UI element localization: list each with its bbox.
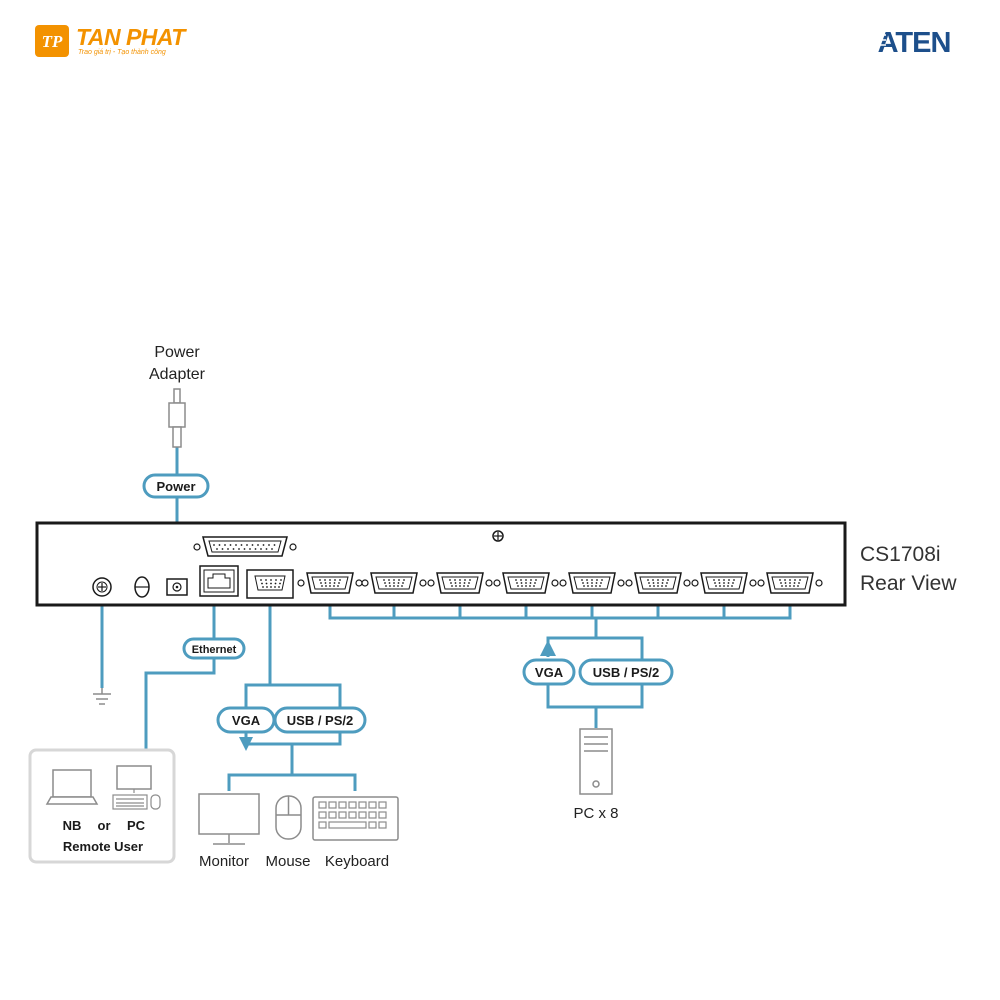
keyboard-label: Keyboard [325,853,389,870]
power-tag-label: Power [156,479,195,494]
svg-text:ATEN: ATEN [878,27,951,55]
monitor-icon [198,793,260,845]
ethernet-port-icon [199,565,239,597]
pc-count-label: PC x 8 [573,805,618,822]
pc-usb-tag [578,658,674,686]
cable-lines [100,446,792,791]
keyboard-icon [312,796,399,841]
device-model: CS1708i [860,543,941,566]
db25-port [193,536,297,557]
remote-user-title: Remote User [63,839,143,854]
mouse-icon [275,795,302,840]
laptop-icon [45,769,99,805]
remote-pc-label: PC [127,818,146,833]
local-vga-label: VGA [232,713,261,728]
console-vga-port [246,569,294,599]
remote-or-label: or [98,818,111,833]
aten-logo: ATEN [868,27,951,55]
ground-terminal-icon [92,577,112,597]
desktop-pc-icon [112,765,161,810]
power-jack-icon [166,578,188,596]
tp-logo-icon: TP [35,25,69,57]
power-adapter-icon [168,388,186,448]
ethernet-tag-label: Ethernet [192,644,237,656]
screw-icon [492,530,504,542]
local-usb-label: USB / PS/2 [287,713,353,728]
ground-symbol-icon [93,688,111,705]
power-adapter-label-1: Power [154,344,200,361]
pc-vga-label: VGA [535,665,564,680]
vga-up-arrow-icon [540,640,556,656]
pc-tower-icon [579,728,613,795]
svg-text:TP: TP [42,32,63,51]
power-tag [142,473,210,499]
ethernet-tag [182,637,246,660]
local-usb-tag [273,706,367,734]
device-view: Rear View [860,572,957,595]
company-tagline: Trao giá trị - Tạo thành công [78,49,166,56]
power-adapter-label-2: Adapter [149,366,206,383]
power-switch-icon [134,576,150,598]
remote-nb-label: NB [63,818,82,833]
pc-usb-label: USB / PS/2 [593,665,659,680]
vga-down-arrow-icon [239,737,253,751]
company-name: TAN PHAT [76,24,185,50]
monitor-label: Monitor [199,853,249,870]
mouse-label: Mouse [265,853,310,870]
pc-vga-tag [522,658,576,686]
